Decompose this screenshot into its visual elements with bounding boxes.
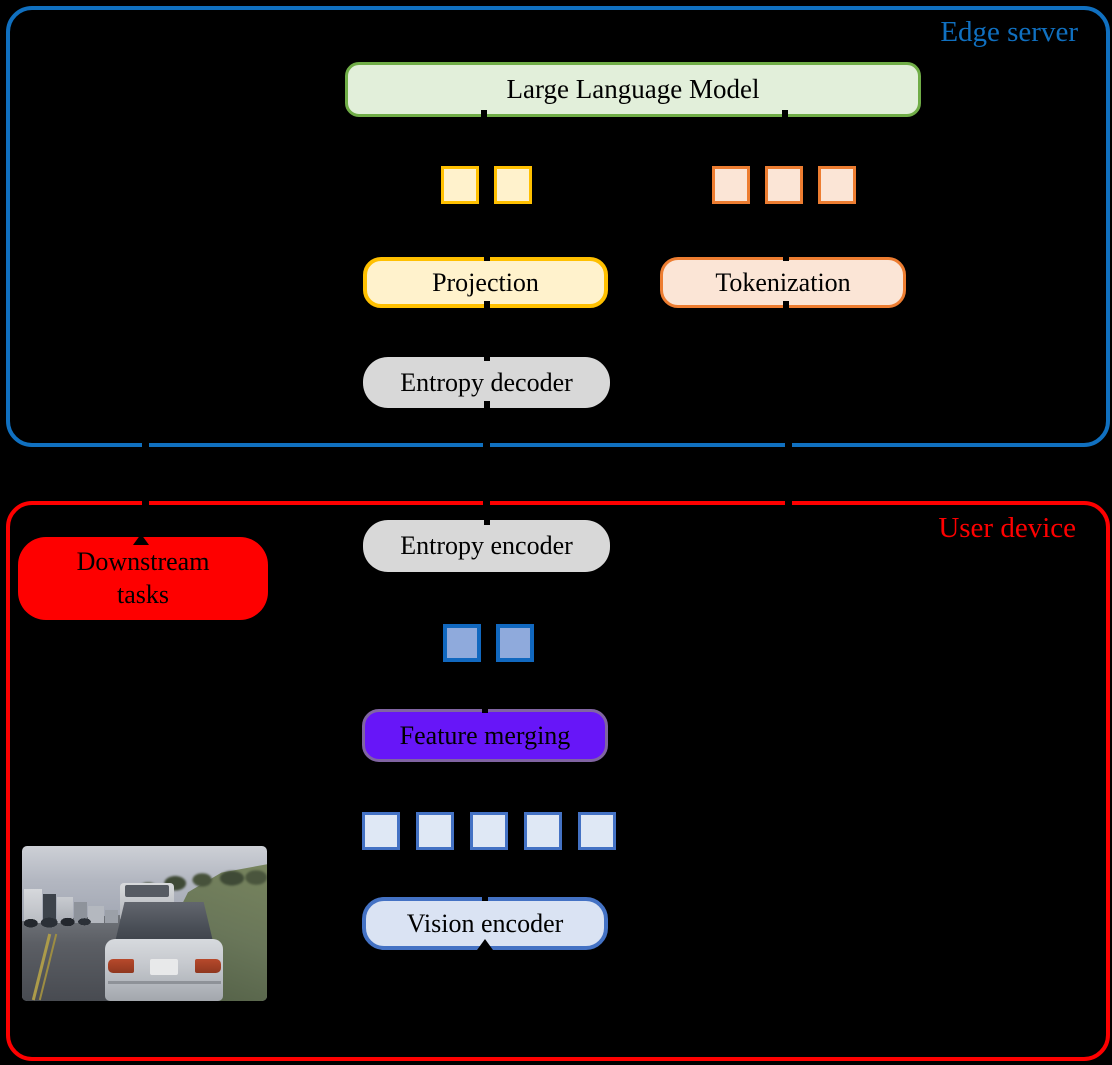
arrowhead-mark [477,939,493,950]
edge-server-panel [6,6,1110,447]
arrow-mark [484,516,490,525]
entropy-encoder-label: Entropy encoder [400,531,573,560]
arrow-mark [482,892,488,901]
entropy-decoder-block: Entropy decoder [363,357,610,408]
vision-token [524,812,562,850]
vision-token [470,812,508,850]
line-break-mark [142,498,149,509]
downstream-tasks-block: Downstream tasks [18,537,268,620]
street-scene-image [22,846,267,1001]
vision-encoder-label: Vision encoder [406,908,564,938]
parked-cars-shape [24,915,108,929]
line-break-mark [483,498,490,509]
arrowhead-mark [133,534,149,545]
vision-token [416,812,454,850]
entropy-encoder-block: Entropy encoder [363,520,610,572]
arrow-mark [484,352,490,361]
merged-token-row [443,624,534,662]
line-break-mark [785,437,792,448]
projection-label: Projection [432,267,539,297]
arrow-mark [484,301,490,310]
arrow-mark [482,704,488,713]
vision-token [578,812,616,850]
merged-token [496,624,534,662]
line-break-mark [483,437,490,448]
arrow-mark [484,401,490,410]
llm-block: Large Language Model [345,62,921,117]
llm-label: Large Language Model [506,74,760,104]
van-window-shape [124,884,169,898]
text-token-row [712,166,856,204]
visual-token [441,166,479,204]
arrow-mark [481,110,487,119]
text-token [765,166,803,204]
user-device-label: User device [938,512,1076,544]
entropy-decoder-label: Entropy decoder [400,367,573,397]
arrow-mark [782,110,788,119]
feature-merging-label: Feature merging [399,720,571,750]
arrow-mark [783,301,789,310]
visual-token [494,166,532,204]
downstream-tasks-label: Downstream tasks [76,547,210,609]
tokenization-label: Tokenization [715,267,851,297]
visual-token-row [441,166,532,204]
user-device-panel [6,501,1110,1061]
vision-token-row [362,812,616,850]
line-break-mark [142,437,149,448]
text-token [818,166,856,204]
sedan-shape [105,901,223,1001]
edge-server-label: Edge server [940,16,1078,48]
arrow-mark [783,252,789,261]
merged-token [443,624,481,662]
vision-token [362,812,400,850]
arrow-mark [484,252,490,261]
feature-merging-block: Feature merging [362,709,608,762]
text-token [712,166,750,204]
line-break-mark [785,498,792,509]
